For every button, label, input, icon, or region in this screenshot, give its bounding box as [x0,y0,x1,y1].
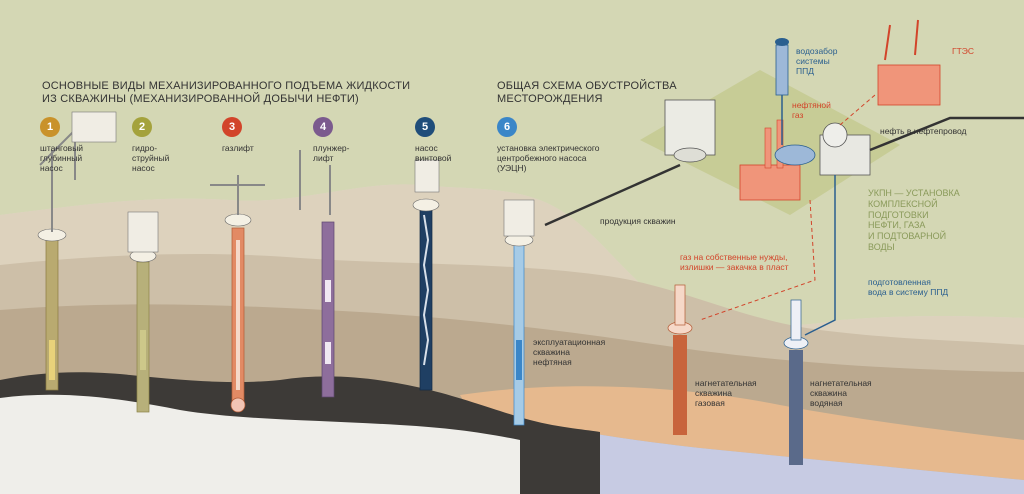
method-label-2: гидро- струйный насос [132,143,170,174]
gas-needs-label: газ на собственные нужды, излишки — зака… [680,252,789,273]
water-supply-line [804,175,836,336]
well-4 [299,150,335,398]
method-badge-5: 5 [415,117,435,137]
water-intake-label: водозабор системы ППД [796,46,838,77]
separator-unit [664,99,716,163]
processing-plant [739,119,871,201]
well-5 [412,159,440,391]
method-badge-4: 4 [313,117,333,137]
exploit-well-label: эксплуатационная скважина нефтяная [533,337,606,368]
well-2 [127,211,159,413]
well-6 [503,199,535,426]
method-badge-3: 3 [222,117,242,137]
method-badge-6: 6 [497,117,517,137]
water-intake-tower [775,38,789,96]
water-injection-well [783,299,809,465]
gas-to-gtes-line [839,94,876,126]
gtes-plant [877,19,941,106]
method-label-5: насос винтовой [415,143,452,164]
water-injection-label: нагнетательная скважина водяная [810,378,872,409]
gas-injection-well [667,284,693,435]
production-pipeline [544,163,681,227]
methods-title: ОСНОВНЫЕ ВИДЫ МЕХАНИЗИРОВАННОГО ПОДЪЕМА … [42,80,411,106]
water-zone [470,412,1024,494]
method-badge-1: 1 [40,117,60,137]
uknp-label: УКПН — УСТАНОВКА КОМПЛЕКСНОЙ ПОДГОТОВКИ … [868,188,960,252]
well-1 [37,111,117,391]
method-badge-2: 2 [132,117,152,137]
well-3 [210,175,265,413]
production-label: продукция скважин [600,216,676,226]
bedrock-lower [0,394,520,494]
method-label-6: установка электрического центробежного н… [497,143,600,174]
gas-injection-label: нагнетательная скважина газовая [695,378,757,409]
oil-gas-label: нефтяной газ [792,100,831,121]
method-label-3: газлифт [222,143,254,153]
gas-return-line [699,199,816,321]
field-title: ОБЩАЯ СХЕМА ОБУСТРОЙСТВА МЕСТОРОЖДЕНИЯ [497,80,677,106]
oil-pipeline-label: нефть в нефтепровод [880,126,967,136]
oil-export-pipeline [869,116,1024,152]
water-ppd-label: подготовленная вода в систему ППД [868,277,949,298]
gtes-label: ГТЭС [952,46,975,56]
method-label-4: плунжер- лифт [313,143,350,164]
oil-reservoir [460,386,1024,480]
method-label-1: штанговый глубинный насос [40,143,84,174]
